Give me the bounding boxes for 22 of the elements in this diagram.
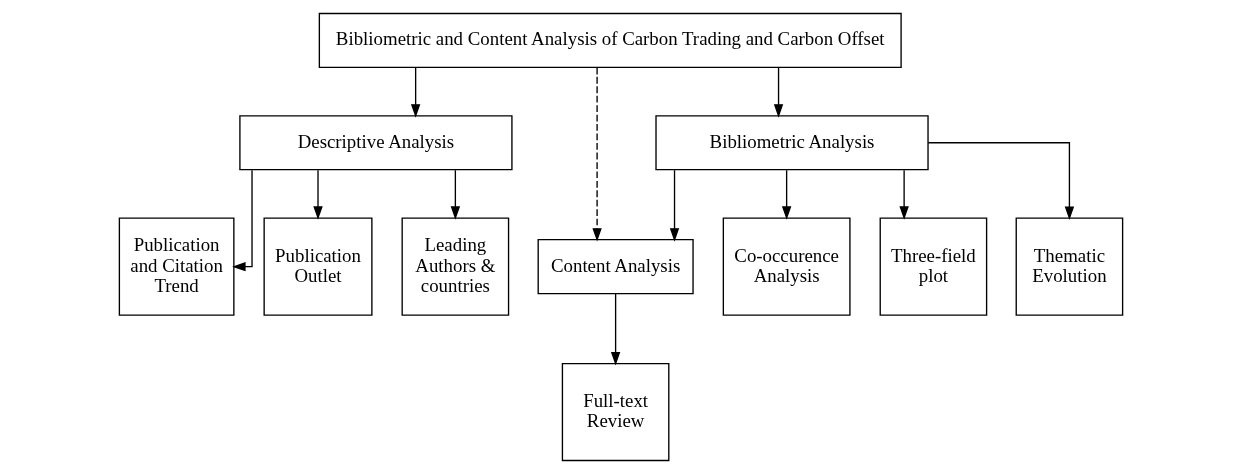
node-box: Descriptive Analysis (238, 115, 513, 171)
arrow (591, 67, 602, 242)
arrow (450, 169, 460, 220)
node-box: Bibliometric and Content Analysis of Carbon Trading and Carbon Offset (318, 12, 902, 68)
arrow (781, 169, 791, 220)
node-box: Publication and Citation Trend (118, 217, 235, 316)
node-box: Leading Authors & countries (401, 217, 509, 316)
arrow (231, 169, 253, 272)
node-box: Content Analysis (537, 239, 694, 295)
node-box: Co-occurence Analysis (722, 217, 851, 316)
arrow (773, 67, 783, 118)
node-box: Three-field plot (879, 217, 987, 316)
arrow (898, 169, 909, 220)
node-box: Thematic Evolution (1015, 217, 1123, 316)
node-box: Publication Outlet (262, 217, 373, 316)
arrow (410, 67, 420, 118)
arrow (610, 292, 620, 366)
node-box: Full-text Review (561, 362, 669, 462)
arrow (927, 142, 1074, 221)
node-box: Bibliometric Analysis (654, 115, 929, 171)
arrow (669, 169, 679, 242)
arrow (312, 169, 323, 220)
